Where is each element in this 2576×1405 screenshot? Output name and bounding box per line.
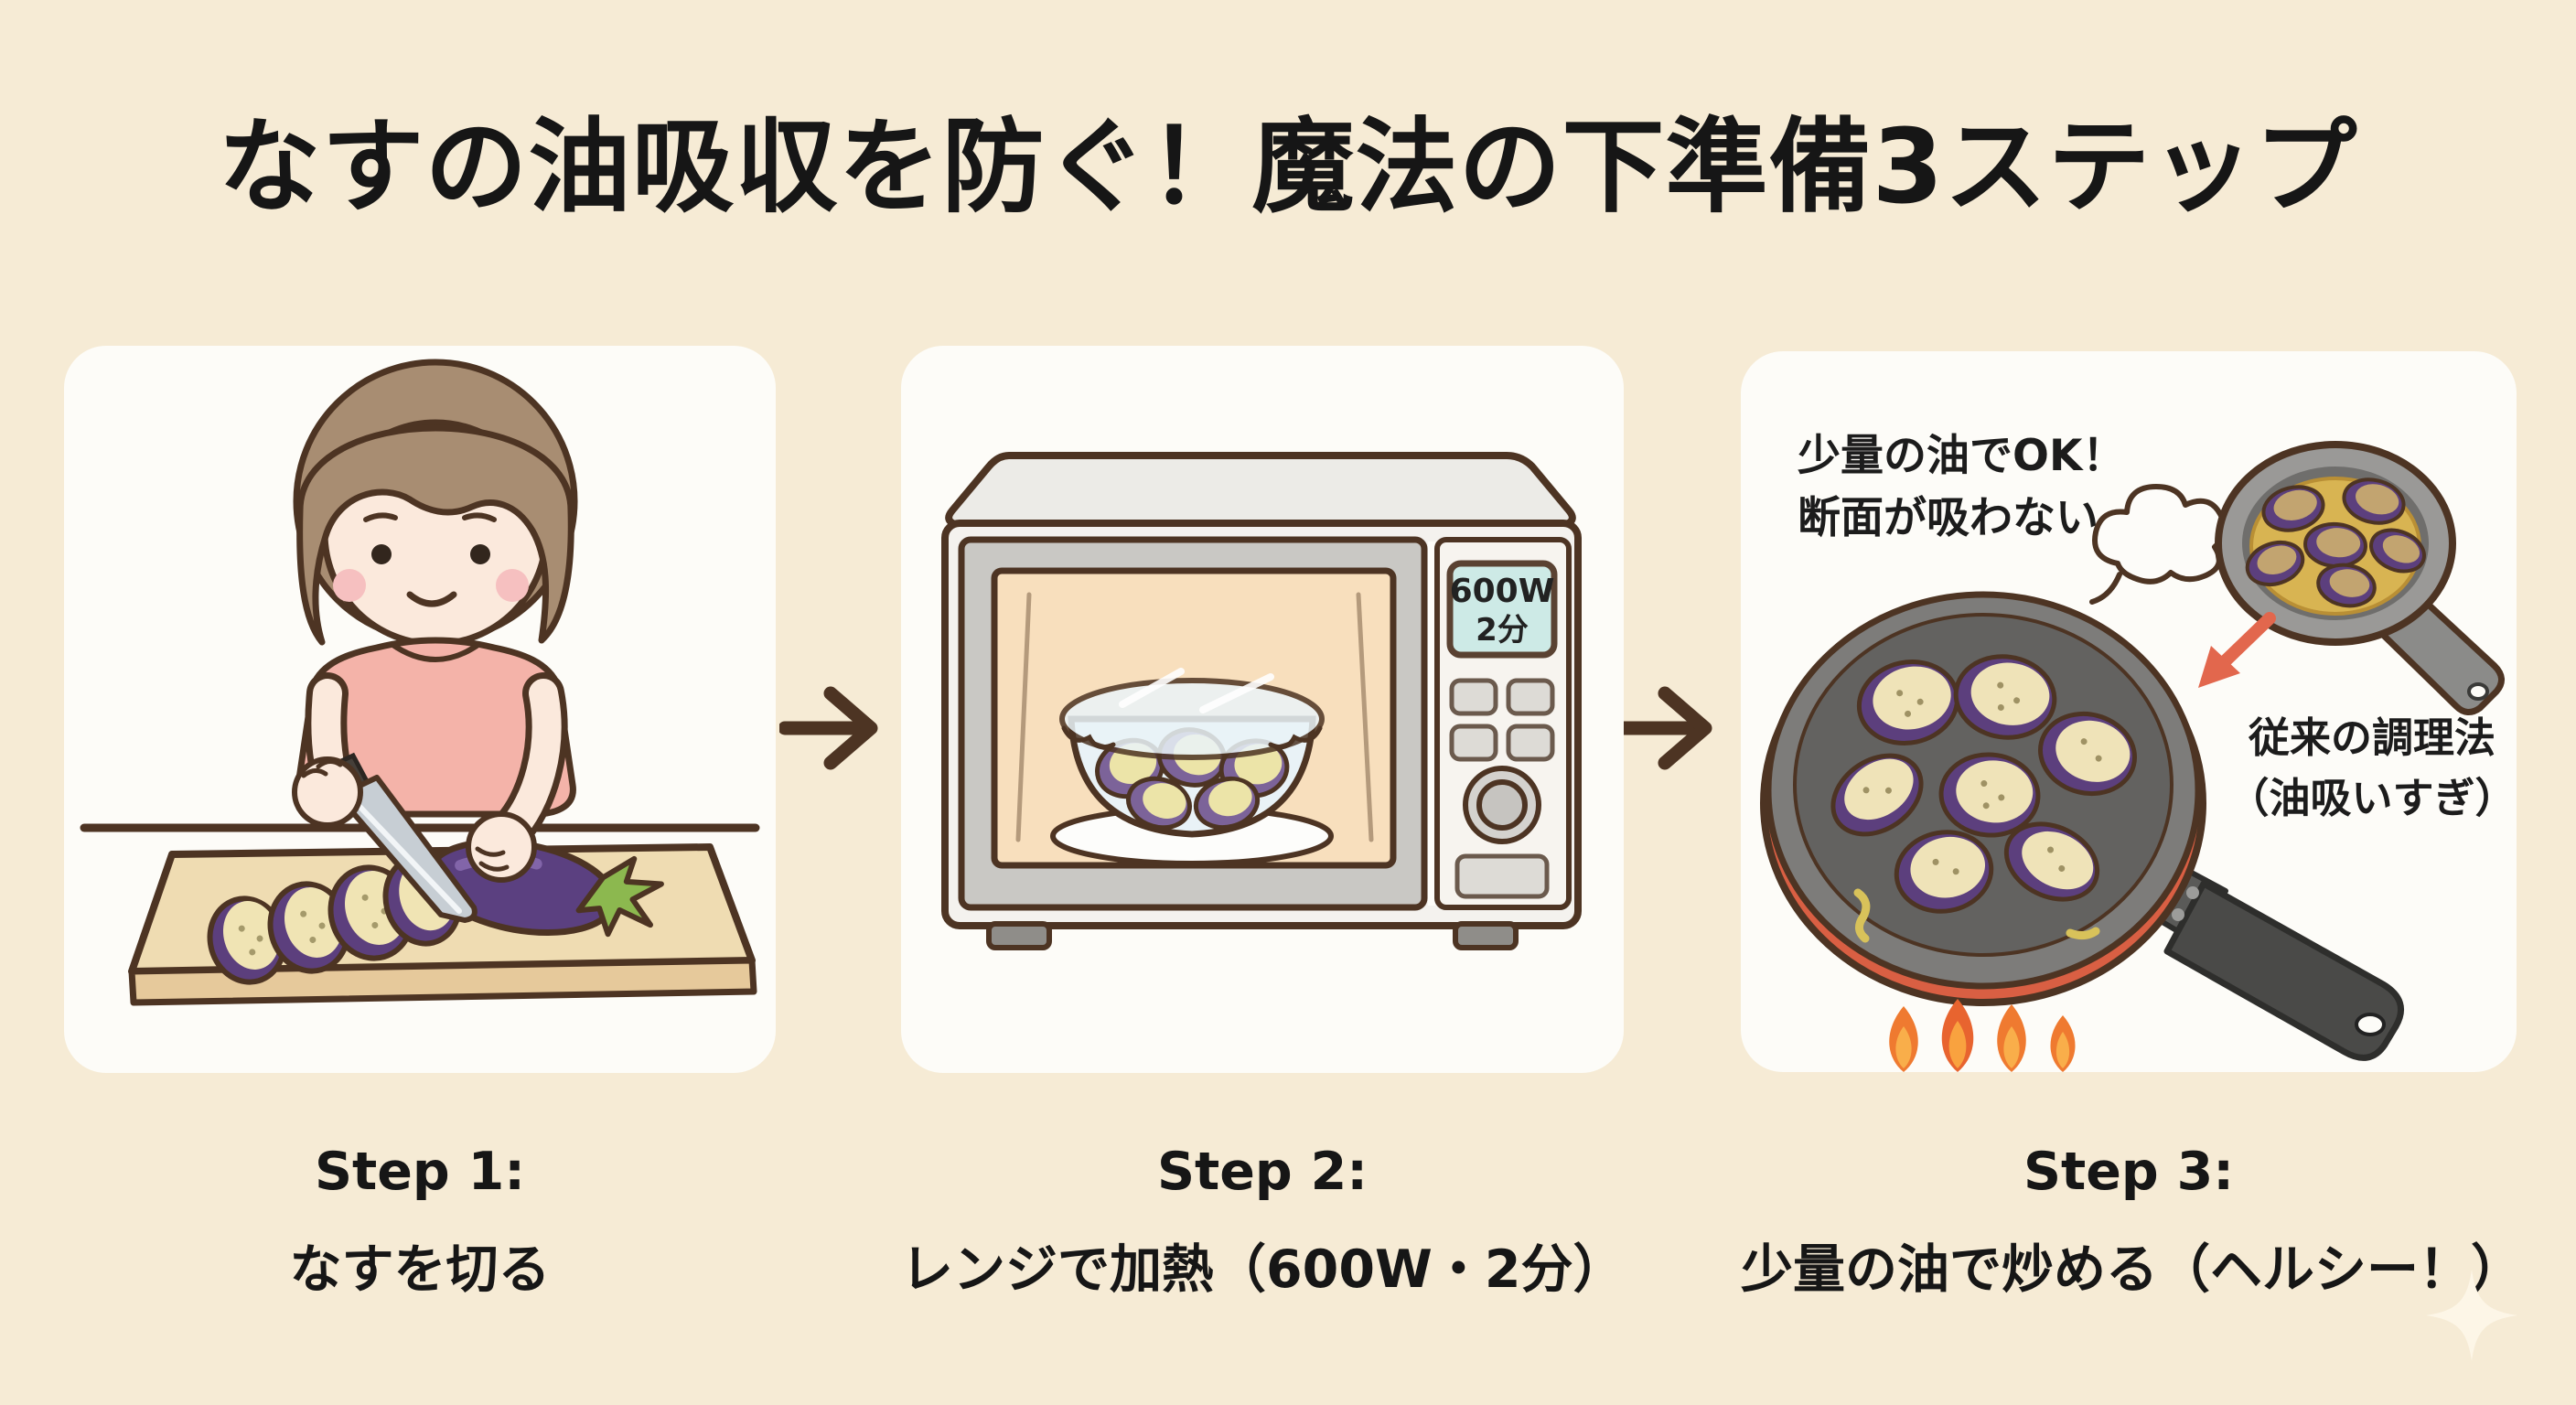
hand-on-knife bbox=[292, 756, 363, 828]
microwave-display bbox=[1446, 560, 1558, 659]
hair-front bbox=[296, 424, 574, 646]
note-line1: 従来の調理法 bbox=[2248, 713, 2496, 762]
microwave-top bbox=[945, 452, 1576, 529]
board-side bbox=[128, 957, 757, 1006]
bowl-with-wrap bbox=[1059, 668, 1325, 838]
wrap-shine bbox=[1119, 668, 1274, 713]
step1-label: Step 1: bbox=[314, 1142, 526, 1202]
step1-illustration bbox=[80, 359, 760, 1006]
step2-text: レンジで加熱（600W・2分） bbox=[901, 1239, 1626, 1300]
microwave-foot-right bbox=[1453, 921, 1519, 950]
handle-hole bbox=[2355, 1013, 2386, 1036]
right-arrow-icon bbox=[778, 686, 878, 770]
right-arrow-icon bbox=[1612, 686, 1712, 770]
cavity-lines bbox=[1015, 592, 1374, 842]
blush-left bbox=[333, 569, 366, 602]
flames-icon bbox=[1889, 999, 2076, 1072]
step1-caption: Step 1: なすを切る bbox=[64, 1142, 776, 1303]
wrap-drape bbox=[1061, 725, 1323, 750]
step1-text: なすを切る bbox=[289, 1239, 551, 1300]
step-arrow-1 bbox=[778, 684, 882, 772]
step-arrow-2 bbox=[1612, 684, 1716, 772]
callout-line1: 少量の油でOK！ bbox=[1798, 431, 2125, 481]
display-time: 2分 bbox=[1476, 612, 1529, 649]
step2-caption: Step 2: レンジで加熱（600W・2分） bbox=[901, 1142, 1626, 1303]
microwave-button bbox=[1506, 678, 1555, 716]
microwave-button bbox=[1449, 724, 1498, 762]
eye-left bbox=[371, 544, 392, 564]
small-pan-handle bbox=[2377, 593, 2505, 715]
pan-handle bbox=[2163, 880, 2405, 1061]
microwave-button bbox=[1506, 724, 1555, 762]
comparison-arrow-icon bbox=[2198, 612, 2276, 688]
step2-panel: 600W 2分 bbox=[901, 346, 1624, 1073]
page-title: なすの油吸収を防ぐ！魔法の下準備3ステップ bbox=[218, 108, 2358, 227]
eyebrow-left bbox=[363, 512, 398, 522]
microwave-start-button bbox=[1454, 853, 1550, 899]
microwave-button bbox=[1449, 678, 1498, 716]
collar bbox=[390, 641, 481, 662]
microwave: 600W 2分 bbox=[941, 452, 1582, 950]
small-pan-slices bbox=[2245, 477, 2426, 608]
eyebrow-right bbox=[462, 512, 497, 522]
oil-streak bbox=[2066, 927, 2100, 940]
step3-text: 少量の油で炒める（ヘルシー！） bbox=[1741, 1239, 2523, 1300]
eye-right bbox=[470, 544, 490, 564]
step3-panel: 少量の油でOK！ 断面が吸わない bbox=[1741, 351, 2517, 1072]
microwave-foot-left bbox=[986, 921, 1052, 950]
control-panel: 600W 2分 bbox=[1434, 537, 1572, 910]
callout-line2: 断面が吸わない bbox=[1798, 493, 2098, 543]
conventional-pan bbox=[2215, 441, 2505, 715]
oil-streak bbox=[1853, 888, 1871, 943]
eggplant-calyx bbox=[575, 855, 664, 938]
blade-highlight bbox=[347, 793, 462, 914]
microwave-dial-inner bbox=[1476, 779, 1528, 831]
step1-panel bbox=[64, 346, 776, 1073]
big-pan-slices bbox=[1830, 654, 2138, 914]
steam-icon bbox=[2089, 484, 2227, 605]
step2-label: Step 2: bbox=[1156, 1142, 1368, 1202]
smile bbox=[406, 591, 457, 607]
display-power: 600W bbox=[1450, 573, 1555, 610]
blush-right bbox=[496, 569, 529, 602]
step3-illustration: 少量の油でOK！ 断面が吸わない bbox=[1760, 431, 2517, 1072]
note-line2: （油吸いすぎ） bbox=[2227, 774, 2516, 822]
step3-label: Step 3: bbox=[2023, 1142, 2235, 1202]
hands bbox=[292, 756, 537, 883]
healthy-pan bbox=[1760, 591, 2405, 1061]
sparkle-icon bbox=[2426, 1270, 2517, 1361]
step2-illustration: 600W 2分 bbox=[941, 452, 1582, 950]
step3-caption: Step 3: 少量の油で炒める（ヘルシー！） bbox=[1741, 1142, 2523, 1303]
knife-blade bbox=[336, 775, 478, 923]
